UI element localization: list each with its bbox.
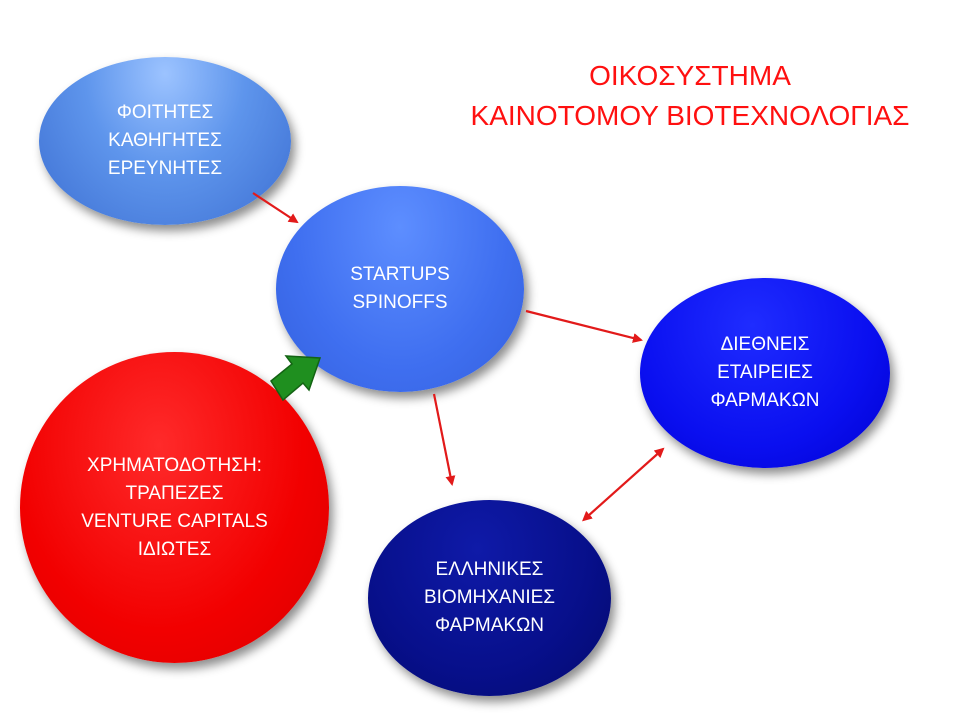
node-students-line: ΕΡΕΥΝΗΤΕΣ xyxy=(107,158,223,179)
node-funding: ΧΡΗΜΑΤΟΔΟΤΗΣΗ: ΤΡΑΠΕΖΕΣ VENTURE CAPITALS… xyxy=(20,352,329,663)
title-line-2: ΚΑΙΝΟΤΟΜΟΥ ΒΙΟΤΕΧΝΟΛΟΓΙΑΣ xyxy=(470,100,910,131)
node-greek-line: ΒΙΟΜΗΧΑΝΙΕΣ xyxy=(423,587,556,608)
node-funding-line: ΤΡΑΠΕΖΕΣ xyxy=(125,482,224,504)
diagram-title: ΟΙΚΟΣΥΣΤΗΜΑ ΚΑΙΝΟΤΟΜΟΥ ΒΙΟΤΕΧΝΟΛΟΓΙΑΣ xyxy=(430,56,950,136)
node-students-line: ΦΟΙΤΗΤΕΣ xyxy=(116,102,214,123)
node-startups-line: STARTUPS xyxy=(350,264,450,285)
node-greek-line: ΦΑΡΜΑΚΩΝ xyxy=(434,615,545,636)
node-startups-line: SPINOFFS xyxy=(352,292,448,313)
node-greek-line: ΕΛΛΗΝΙΚΕΣ xyxy=(435,559,544,580)
node-international-line: ΦΑΡΜΑΚΩΝ xyxy=(710,390,820,411)
node-funding-line: ΙΔΙΩΤΕΣ xyxy=(137,538,212,560)
node-students: ΦΟΙΤΗΤΕΣ ΚΑΘΗΓΗΤΕΣ ΕΡΕΥΝΗΤΕΣ xyxy=(39,57,291,225)
node-international-line: ΕΤΑΙΡΕΙΕΣ xyxy=(717,362,813,383)
arrow-greek-international-bidirectional xyxy=(582,447,665,522)
arrow-funding-to-startups xyxy=(270,355,322,402)
node-greek-industries: ΕΛΛΗΝΙΚΕΣ ΒΙΟΜΗΧΑΝΙΕΣ ΦΑΡΜΑΚΩΝ xyxy=(368,500,611,696)
node-funding-line: ΧΡΗΜΑΤΟΔΟΤΗΣΗ: xyxy=(87,454,262,476)
arrow-startups-to-greek xyxy=(432,393,456,486)
node-international-companies: ΔΙΕΘΝΕΙΣ ΕΤΑΙΡΕΙΕΣ ΦΑΡΜΑΚΩΝ xyxy=(640,278,890,468)
arrow-startups-to-international xyxy=(525,309,643,343)
node-funding-line: VENTURE CAPITALS xyxy=(81,510,268,532)
title-line-1: ΟΙΚΟΣΥΣΤΗΜΑ xyxy=(589,60,791,91)
arrow-students-to-startups xyxy=(252,192,299,224)
node-students-line: ΚΑΘΗΓΗΤΕΣ xyxy=(108,130,222,151)
node-international-line: ΔΙΕΘΝΕΙΣ xyxy=(720,334,810,355)
